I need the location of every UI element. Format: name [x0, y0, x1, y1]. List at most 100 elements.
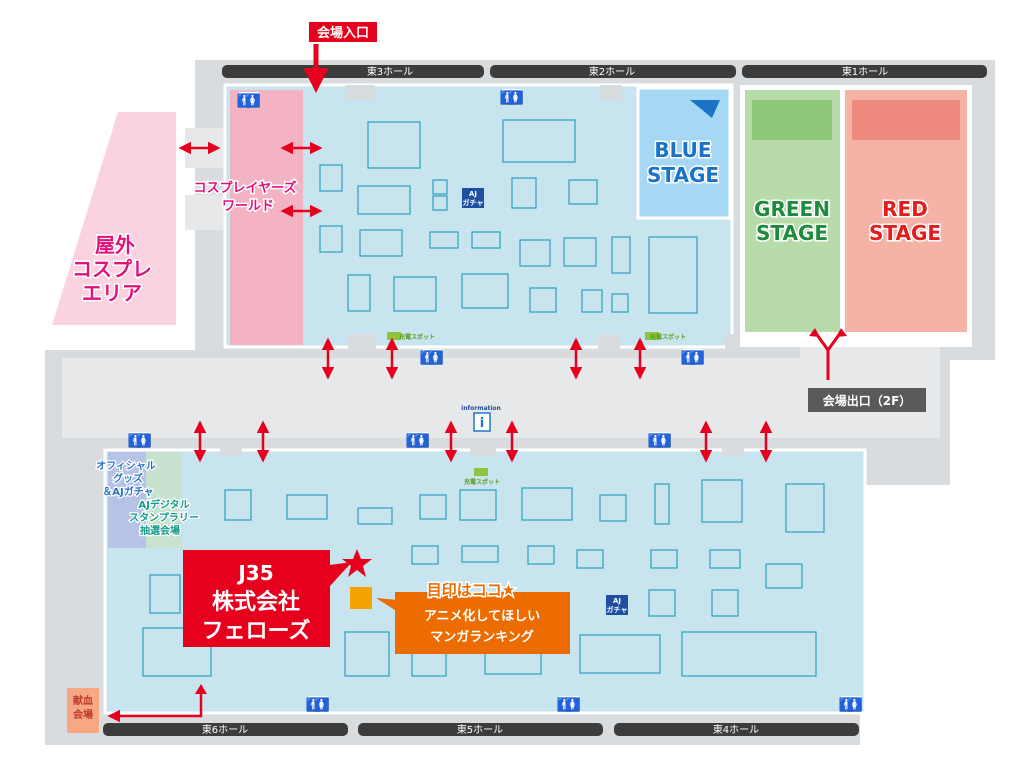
- official-goods-area: [108, 452, 146, 548]
- booth-j35-callout: [183, 550, 330, 647]
- gacha-upper-mark: [462, 188, 484, 208]
- landmark-callout: [395, 592, 570, 654]
- svg-text:🚺: 🚺: [245, 93, 261, 109]
- blue-stage-marker: [690, 100, 720, 118]
- hall-label-east4: 東4ホール: [713, 723, 759, 736]
- restroom-icon: 🚹🚺: [237, 92, 261, 109]
- gacha-lower-mark: [606, 595, 628, 615]
- hall-label-bars: [103, 65, 987, 736]
- hall-label-east1: 東1ホール: [842, 65, 888, 78]
- charging-spot-upper-right-mark: [645, 332, 659, 340]
- booth-company-line2: フェローズ: [202, 618, 311, 644]
- svg-text:🚹: 🚹: [500, 90, 516, 106]
- restroom-icon: 🚹🚺: [500, 89, 524, 106]
- charging-spot-label-upper-left: 充電スポット: [399, 333, 435, 341]
- entrance-badge: [309, 22, 377, 42]
- svg-text:🚹: 🚹: [557, 697, 573, 713]
- booth-callout-pointer: [322, 562, 352, 586]
- gacha-upper-label-1: AJ: [469, 190, 477, 198]
- booth-number: J35: [236, 561, 273, 585]
- restroom-icon: 🚹🚺: [839, 696, 863, 713]
- stamp-rally-label-3: 抽選会場: [140, 524, 180, 537]
- svg-text:🚹: 🚹: [681, 350, 697, 366]
- exit-label: 会場出口（2F）: [823, 393, 912, 408]
- lower-hall-gaps: [220, 438, 744, 456]
- svg-text:🚹: 🚹: [306, 697, 322, 713]
- svg-text:🚺: 🚺: [689, 350, 705, 366]
- svg-text:🚹: 🚹: [648, 433, 664, 449]
- green-stage-label-1: GREEN: [754, 197, 830, 221]
- charging-spot-label-upper-right: 充電スポット: [650, 333, 686, 341]
- svg-text:🚺: 🚺: [508, 90, 524, 106]
- cosplayers-world-label-1: コスプレイヤーズ: [194, 180, 297, 196]
- blood-donation-area: [67, 688, 99, 733]
- cosplayers-world-area: [230, 90, 303, 345]
- charging-spot-label-lower: 充電スポット: [464, 478, 500, 486]
- landmark-line1: アニメ化してほしい: [424, 608, 540, 624]
- blue-stage-label-2: STAGE: [647, 163, 719, 187]
- svg-text:🚹: 🚹: [839, 697, 855, 713]
- lower-right-shell: [860, 485, 950, 745]
- main-corridor: [62, 358, 940, 438]
- restroom-icon: 🚹🚺: [557, 696, 581, 713]
- restroom-icon: 🚹🚺: [648, 432, 672, 449]
- gacha-lower-label-1: AJ: [613, 597, 621, 605]
- svg-text:🚺: 🚺: [656, 433, 672, 449]
- hall-label-east3: 東3ホール: [367, 65, 413, 78]
- hall-label-east5: 東5ホール: [457, 723, 503, 736]
- restroom-icon: 🚹🚺: [306, 696, 330, 713]
- information-icon: [473, 412, 491, 432]
- outdoor-cosplay-label-2: コスプレ: [72, 257, 152, 281]
- blood-donation-route-arrow-icon: [107, 688, 203, 723]
- official-goods-label-1: オフィシャル: [96, 460, 156, 472]
- svg-text:🚹: 🚹: [237, 93, 253, 109]
- information-icon-glyph: i: [480, 416, 484, 431]
- svg-text:🚺: 🚺: [565, 697, 581, 713]
- upper-booths: [319, 119, 698, 314]
- outdoor-cosplay-label-1: 屋外: [95, 233, 135, 257]
- svg-text:🚺: 🚺: [428, 350, 444, 366]
- official-goods-label-3: ＆AJガチャ: [102, 485, 153, 498]
- svg-text:🚺: 🚺: [136, 433, 152, 449]
- gacha-lower-label-2: ガチャ: [607, 605, 628, 614]
- blue-stage-label-1: BLUE: [654, 138, 711, 162]
- red-stage-label-2: STAGE: [869, 221, 941, 245]
- restroom-icon: 🚹🚺: [420, 349, 444, 366]
- svg-text:🚹: 🚹: [420, 350, 436, 366]
- lower-booths: [142, 479, 825, 677]
- outdoor-cosplay-area: [52, 112, 176, 325]
- charging-spot-lower-mark: [474, 468, 488, 476]
- exit-badge: [808, 388, 926, 412]
- gacha-upper-label-2: ガチャ: [463, 198, 484, 207]
- svg-text:🚺: 🚺: [847, 697, 863, 713]
- charging-spot-upper-left-mark: [387, 332, 401, 340]
- svg-text:🚹: 🚹: [128, 433, 144, 449]
- stamp-rally-label-1: AJデジタル: [138, 498, 189, 511]
- stamp-rally-area: [146, 452, 182, 548]
- restroom-icon: 🚹🚺: [681, 349, 705, 366]
- svg-text:🚺: 🚺: [414, 433, 430, 449]
- official-goods-label-2: グッズ: [113, 472, 143, 485]
- star-icon: [342, 549, 372, 577]
- restroom-icons: 🚹🚺 🚹🚺 🚹🚺 🚹🚺 🚹🚺 🚹🚺 🚹🚺 🚹🚺 🚹🚺 🚹🚺: [128, 89, 863, 713]
- landmark-marker: [350, 587, 372, 609]
- upper-hall-gaps: [345, 85, 740, 354]
- svg-text:🚺: 🚺: [314, 697, 330, 713]
- entrance-label: 会場入口: [317, 25, 369, 41]
- svg-text:🚹: 🚹: [406, 433, 422, 449]
- landmark-line2: マンガランキング: [430, 629, 534, 645]
- red-stage-platform: [852, 100, 960, 140]
- restroom-icon: 🚹🚺: [128, 432, 152, 449]
- red-stage-label-1: RED: [882, 197, 928, 221]
- passage-arrows: [178, 141, 773, 463]
- green-stage-label-2: STAGE: [756, 221, 828, 245]
- restroom-icon: 🚹🚺: [406, 432, 430, 449]
- landmark-callout-pointer: [376, 598, 398, 612]
- outdoor-cosplay-label-3: エリア: [82, 281, 142, 305]
- landmark-title: 目印はココ★: [427, 581, 515, 599]
- blood-donation-label-2: 会場: [73, 708, 93, 721]
- hall-label-east2: 東2ホール: [589, 65, 635, 78]
- hall-label-east6: 東6ホール: [202, 723, 248, 736]
- blood-donation-label-1: 献血: [73, 694, 93, 707]
